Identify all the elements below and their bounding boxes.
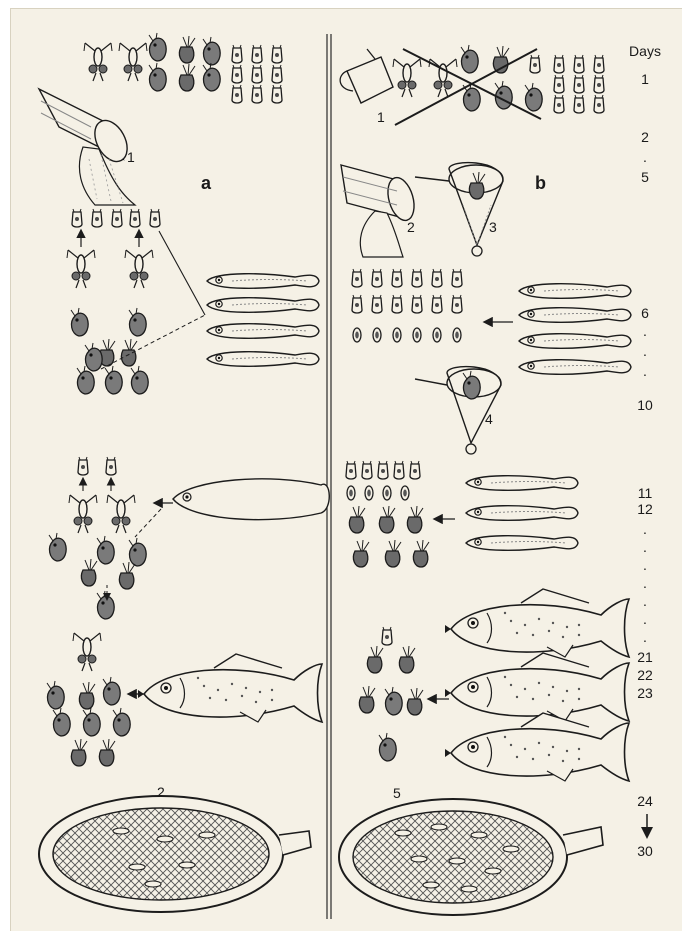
panel-label-b: b [535,175,546,191]
day-mark: . [625,363,665,379]
page-illustration: a b 1 2 1 2 3 4 5 Days 1 2 . 5 6 . . . 1… [10,8,682,931]
day-mark: . [625,539,665,555]
day-mark: 22 [625,667,665,683]
day-mark: 11 [625,485,665,501]
day-mark: 6 [625,305,665,321]
step-label-b3: 3 [489,219,497,235]
net-basin-a [39,796,311,912]
day-mark: 30 [625,843,665,859]
plankton-row-b1 [393,45,604,125]
step-label-b5: 5 [393,785,401,801]
feeding-group-b21 [359,589,629,781]
day-mark: . [625,611,665,627]
day-mark: . [625,149,665,165]
feeding-group-b11 [346,461,578,567]
day-mark: 10 [625,397,665,413]
step-label-a2: 2 [157,784,165,800]
feeding-group-a4 [47,633,322,766]
feeding-group-a3 [49,457,329,619]
day-mark: . [625,323,665,339]
step-label-a1: 1 [127,149,135,165]
day-mark: . [625,343,665,359]
inflow-pipe-b [341,165,419,257]
panel-label-a: a [201,175,211,191]
step-label-b4: 4 [485,411,493,427]
day-mark: 2 [625,129,665,145]
day-mark: 23 [625,685,665,701]
day-mark: 1 [625,71,665,87]
rotifer-grid-b [352,269,631,374]
day-mark: 5 [625,169,665,185]
net-basin-b [339,799,603,915]
step-label-b2: 2 [407,219,415,235]
illustration-artwork [11,9,682,931]
day-mark: . [625,575,665,591]
day-mark: 21 [625,649,665,665]
days-header: Days [625,43,665,59]
sieve-b3 [415,163,503,256]
day-mark: 12 [625,501,665,517]
day-mark: . [625,521,665,537]
day-mark: . [625,593,665,609]
day-mark: . [625,557,665,573]
inflow-pipe-a [39,89,135,205]
day-mark: . [625,629,665,645]
jug-b [340,49,393,103]
day-mark: 24 [625,793,665,809]
step-label-b1: 1 [377,109,385,125]
feeding-group-a2 [67,209,319,394]
plankton-row-a1 [84,33,282,103]
